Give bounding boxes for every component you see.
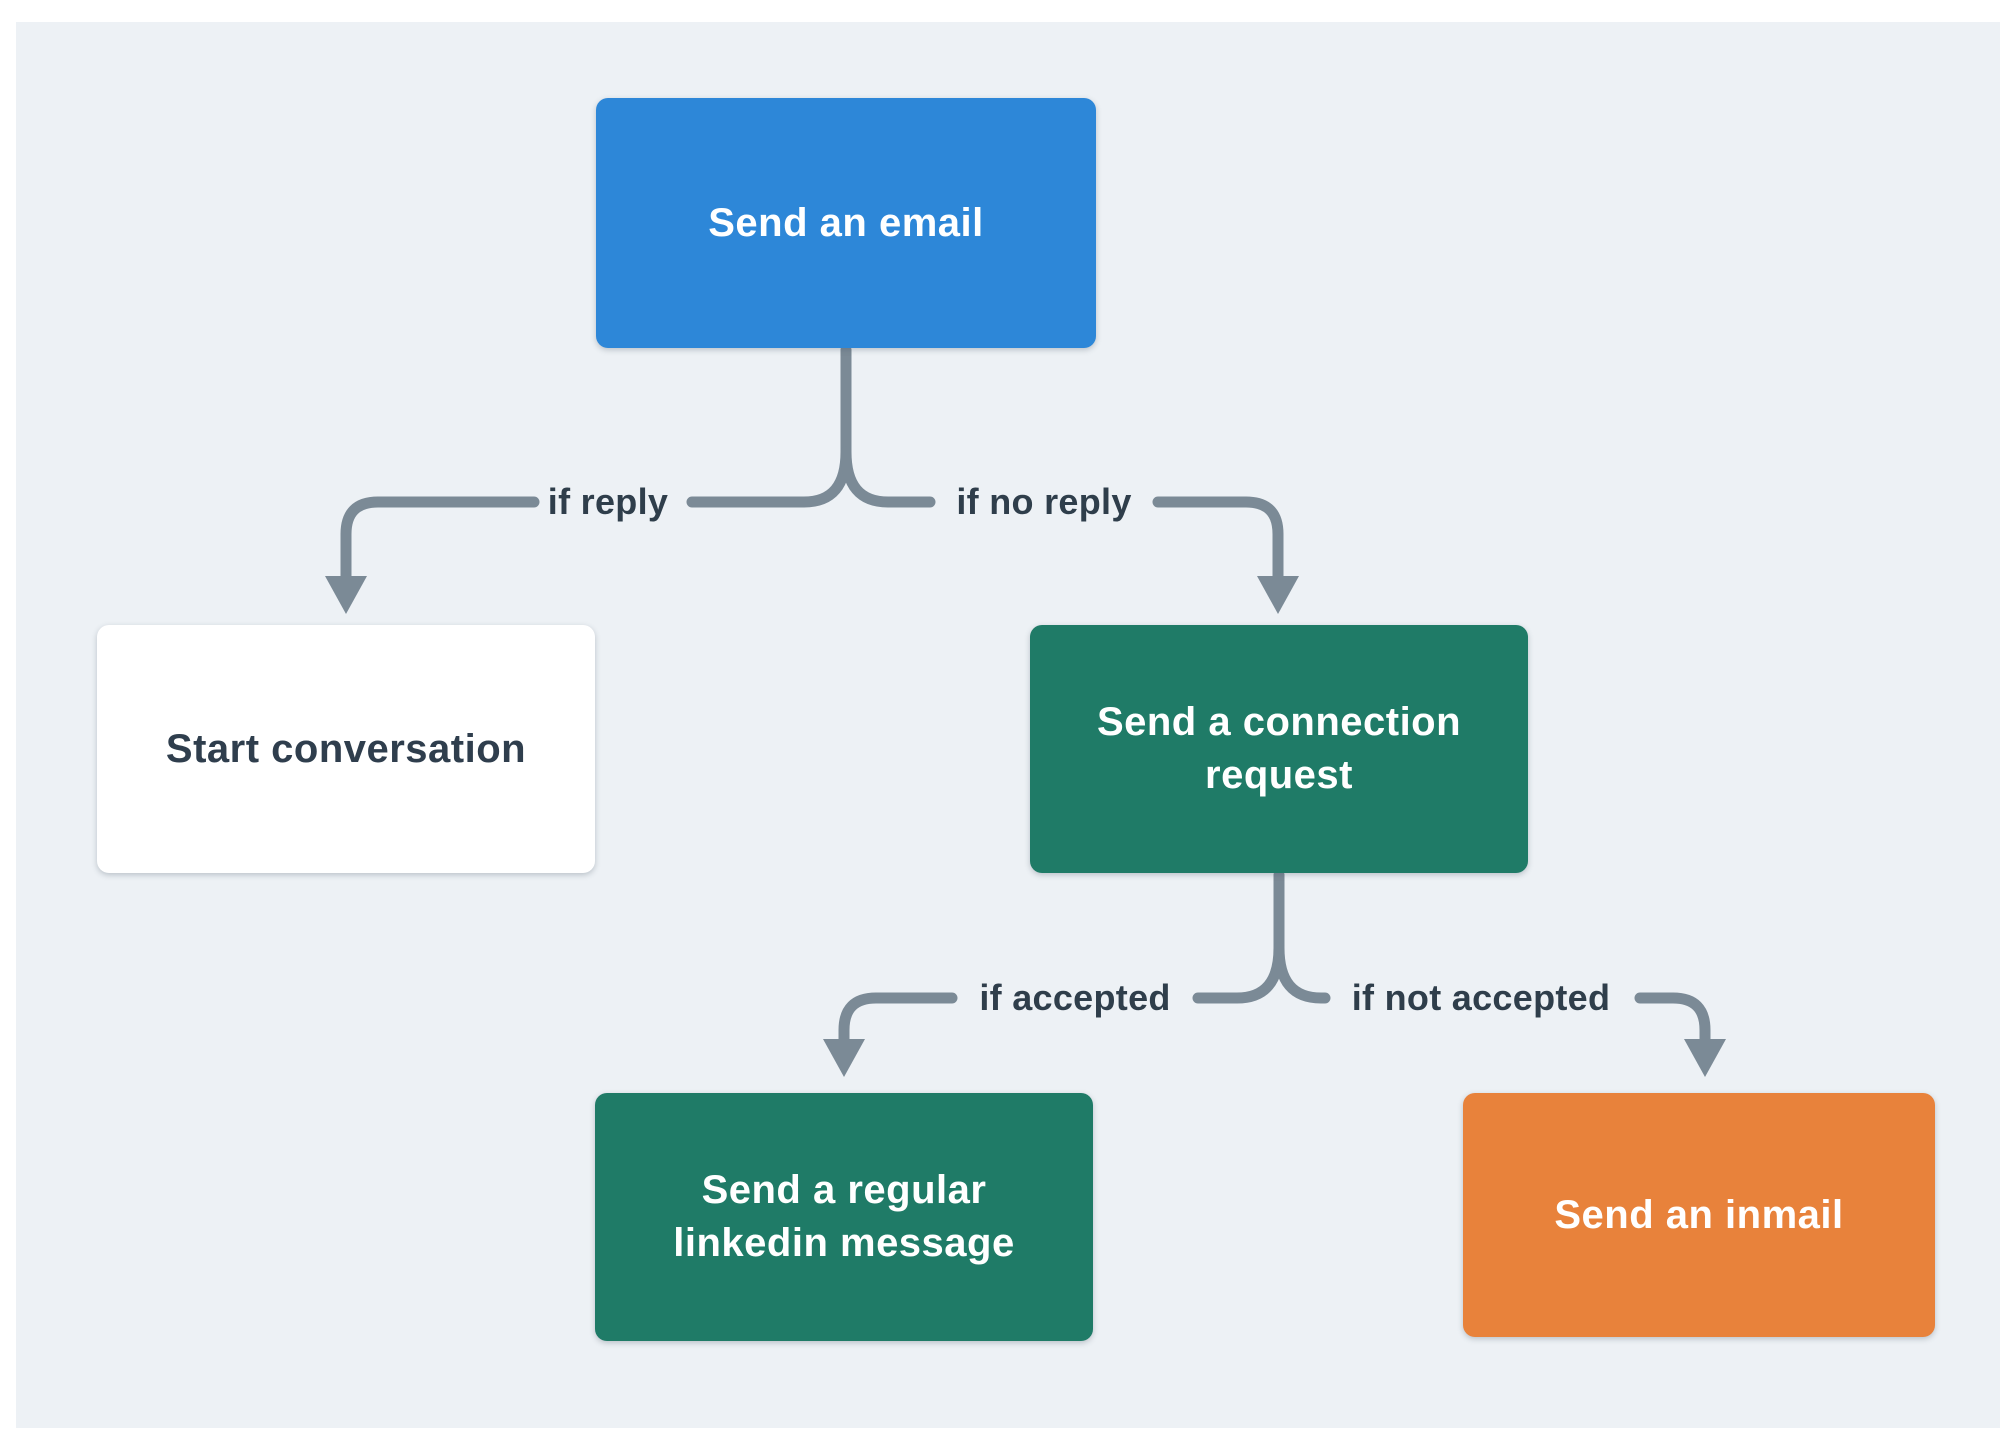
- arrowhead-icon: [1257, 576, 1299, 614]
- edge-if-accepted-connector: [823, 869, 1285, 1077]
- flowchart-canvas: Send an email Start conversation Send a …: [16, 22, 2000, 1428]
- node-label: Send a regular linkedin message: [673, 1168, 1015, 1265]
- edge-label-if-not-accepted: if not accepted: [1351, 977, 1611, 1018]
- arrowhead-icon: [1684, 1039, 1726, 1077]
- node-start-conversation[interactable]: Start conversation: [97, 625, 595, 873]
- node-connection-request[interactable]: Send a connection request: [1030, 625, 1528, 873]
- node-label: Send an email: [708, 200, 984, 245]
- node-label: Send a connection request: [1096, 700, 1462, 797]
- edge-label-if-no-reply: if no reply: [956, 481, 1132, 522]
- node-send-inmail[interactable]: Send an inmail: [1463, 1093, 1935, 1337]
- node-send-email[interactable]: Send an email: [596, 98, 1096, 348]
- edge-if-no-reply-connector: [840, 446, 1299, 614]
- node-linkedin-message[interactable]: Send a regular linkedin message: [595, 1093, 1093, 1341]
- node-label: Start conversation: [165, 726, 527, 771]
- edge-label-if-accepted: if accepted: [979, 977, 1171, 1018]
- arrowhead-icon: [823, 1039, 865, 1077]
- edge-label-if-reply: if reply: [547, 481, 669, 522]
- arrowhead-icon: [325, 576, 367, 614]
- node-label: Send an inmail: [1554, 1192, 1844, 1237]
